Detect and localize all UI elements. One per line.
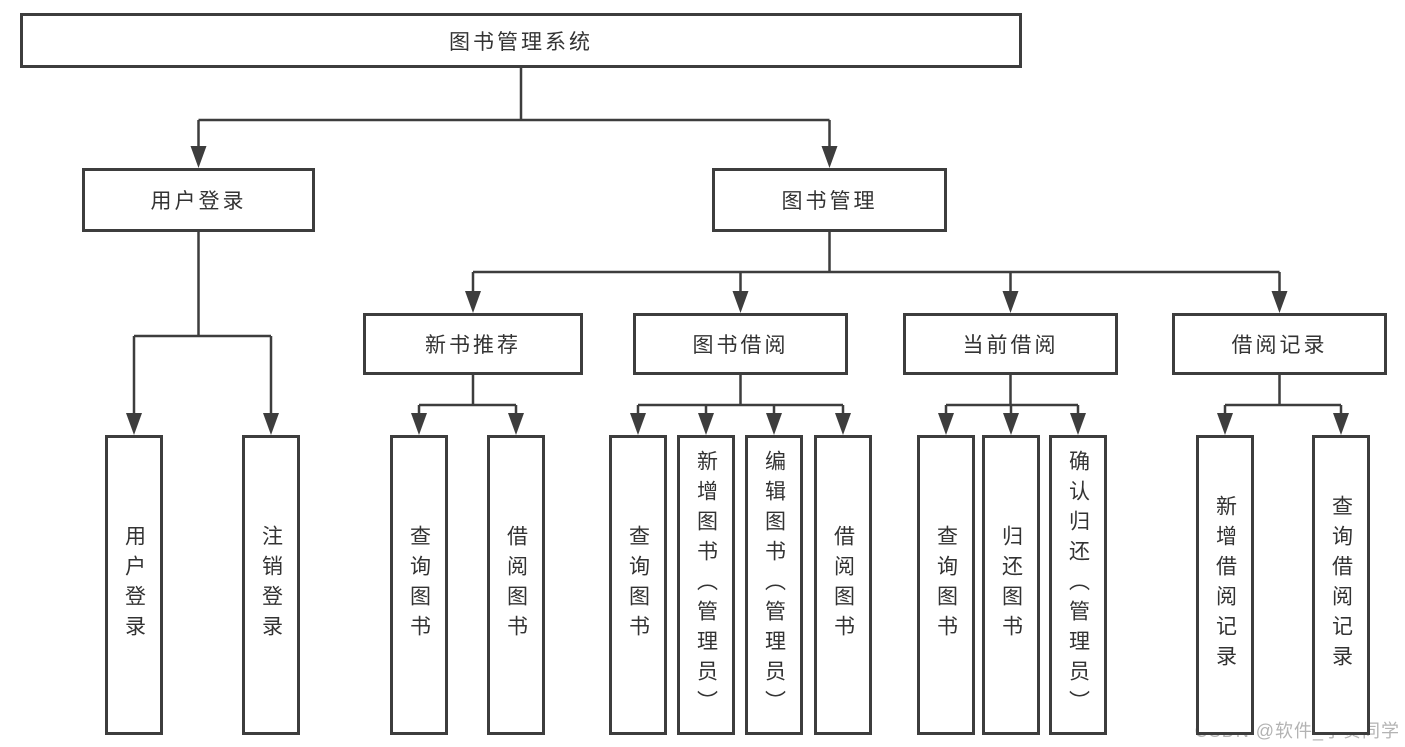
node-user-login: 用户登录 — [82, 168, 315, 232]
edge-book-management — [465, 232, 1288, 313]
node-new-book-recommend: 新书推荐 — [363, 313, 583, 375]
arrowhead-book-management — [821, 146, 838, 168]
arrowhead-confirm-return-admin — [1070, 413, 1086, 435]
node-query-borrow-record: 查询借阅记录 — [1312, 435, 1370, 735]
node-query-book-recommend: 查询图书 — [390, 435, 448, 735]
node-user-login-leaf: 用户登录 — [105, 435, 163, 735]
arrowhead-new-book-recommend — [465, 291, 481, 313]
node-root: 图书管理系统 — [20, 13, 1022, 68]
node-add-borrow-record: 新增借阅记录 — [1196, 435, 1254, 735]
node-current-borrow: 当前借阅 — [903, 313, 1118, 375]
arrowhead-borrow-records — [1271, 291, 1288, 313]
edge-borrow-records — [1217, 375, 1349, 435]
edge-root — [190, 68, 838, 168]
arrowhead-logout-leaf — [263, 413, 279, 435]
node-query-book-current: 查询图书 — [917, 435, 975, 735]
node-borrow-book-leaf: 借阅图书 — [814, 435, 872, 735]
node-edit-book-admin: 编辑图书（管理员） — [745, 435, 803, 735]
arrowhead-user-login — [190, 146, 207, 168]
edge-book-borrow — [630, 375, 851, 435]
arrowhead-query-book-current — [938, 413, 954, 435]
arrowhead-add-borrow-record — [1217, 413, 1233, 435]
arrowhead-borrow-book-leaf — [835, 413, 851, 435]
arrowhead-user-login-leaf — [126, 413, 142, 435]
node-return-book: 归还图书 — [982, 435, 1040, 735]
node-book-management: 图书管理 — [712, 168, 947, 232]
arrowhead-book-borrow — [732, 291, 749, 313]
node-confirm-return-admin: 确认归还（管理员） — [1049, 435, 1107, 735]
node-borrow-records: 借阅记录 — [1172, 313, 1387, 375]
arrowhead-query-borrow-record — [1333, 413, 1349, 435]
edge-new-book-recommend — [411, 375, 524, 435]
node-book-borrow: 图书借阅 — [633, 313, 848, 375]
arrowhead-return-book — [1003, 413, 1019, 435]
arrowhead-edit-book-admin — [766, 413, 782, 435]
arrowhead-borrow-book-recommend — [508, 413, 524, 435]
node-logout-leaf: 注销登录 — [242, 435, 300, 735]
arrowhead-current-borrow — [1002, 291, 1019, 313]
edge-user-login — [126, 232, 279, 435]
node-add-book-admin: 新增图书（管理员） — [677, 435, 735, 735]
node-query-book-borrow: 查询图书 — [609, 435, 667, 735]
arrowhead-add-book-admin — [698, 413, 714, 435]
edge-current-borrow — [938, 375, 1086, 435]
node-borrow-book-recommend: 借阅图书 — [487, 435, 545, 735]
arrowhead-query-book-recommend — [411, 413, 427, 435]
arrowhead-query-book-borrow — [630, 413, 646, 435]
